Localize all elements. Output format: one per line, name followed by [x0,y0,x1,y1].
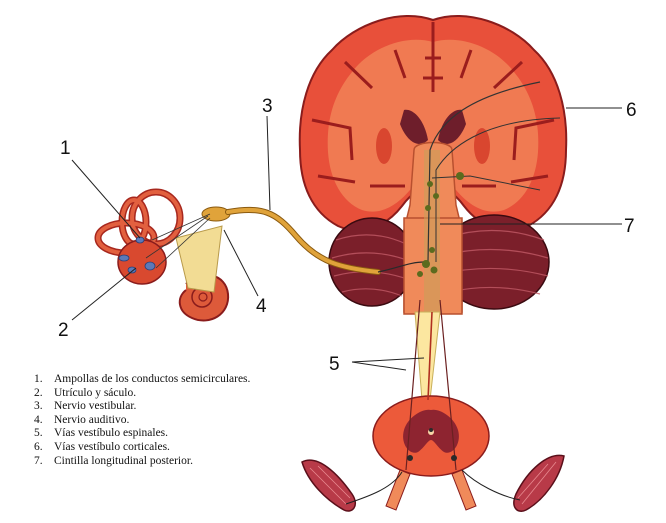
legend-item: 1.Ampollas de los conductos semicircular… [34,373,251,385]
legend-item: 6.Vías vestíbulo corticales. [34,440,170,453]
sulci [311,22,555,188]
muscles [301,454,565,512]
inner-ear [94,188,230,322]
lateral-ventricle-left [400,109,428,145]
cerebellum [328,150,550,315]
callout-3: 3 [262,96,273,117]
legend-item: 2.Utrículo y sáculo. [34,386,137,399]
callout-5: 5 [329,354,340,375]
auditory-nerve [175,225,223,293]
legend-item: 7.Cintilla longitudinal posterior. [34,454,193,467]
callout-2: 2 [58,320,69,341]
cerebellum-left [328,217,416,307]
vestibular-nerve [145,206,381,275]
callout-numbers: 1 2 3 4 5 6 7 [58,96,637,375]
white-matter [327,39,539,212]
callout-6: 6 [626,100,637,121]
legend: 1.Ampollas de los conductos semicircular… [34,373,250,468]
callout-7: 7 [624,216,635,237]
lateral-ventricle-right [438,109,466,145]
callout-4: 4 [256,296,267,317]
descending-cord [414,311,441,401]
legend-item: 4.Nervio auditivo. [34,413,130,426]
vestibular-tracts [377,81,561,471]
leader-lines [71,107,622,371]
callout-1: 1 [60,138,71,159]
spinal-cord [372,311,490,511]
legend-item: 3.Nervio vestibular. [34,400,137,413]
legend-item: 5.Vías vestíbulo espinales. [34,427,169,440]
